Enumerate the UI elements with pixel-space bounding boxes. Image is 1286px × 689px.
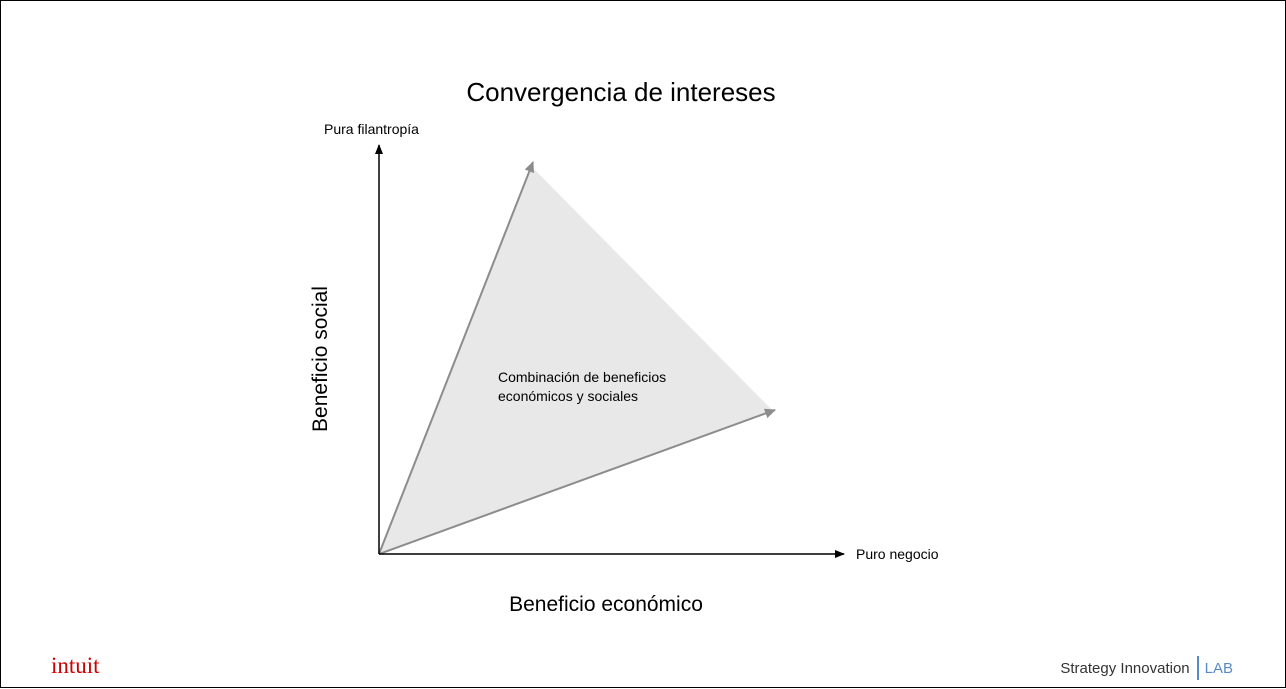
intuit-logo: intuit [51,653,100,678]
x-axis-end-label: Puro negocio [856,546,939,562]
region-label-line-1: Combinación de beneficios [498,369,667,385]
brand-separator [1196,656,1199,680]
slide-title: Convergencia de intereses [466,77,776,107]
region-label-line-2: económicos y sociales [498,388,639,404]
social-vector-arrow [378,161,534,555]
x-axis-title: Beneficio económico [509,593,703,616]
economic-vector-arrow [378,408,776,555]
y-axis-title: Beneficio social [309,286,332,432]
strategy-innovation-lab-logo: Strategy Innovation LAB [1060,656,1233,680]
y-axis-end-label: Pura filantropía [324,121,419,137]
region-label: Combinación de beneficios económicos y s… [498,368,738,406]
brand-right-suffix: LAB [1204,659,1233,677]
combination-region [379,166,772,554]
brand-right-main: Strategy Innovation [1060,659,1190,677]
